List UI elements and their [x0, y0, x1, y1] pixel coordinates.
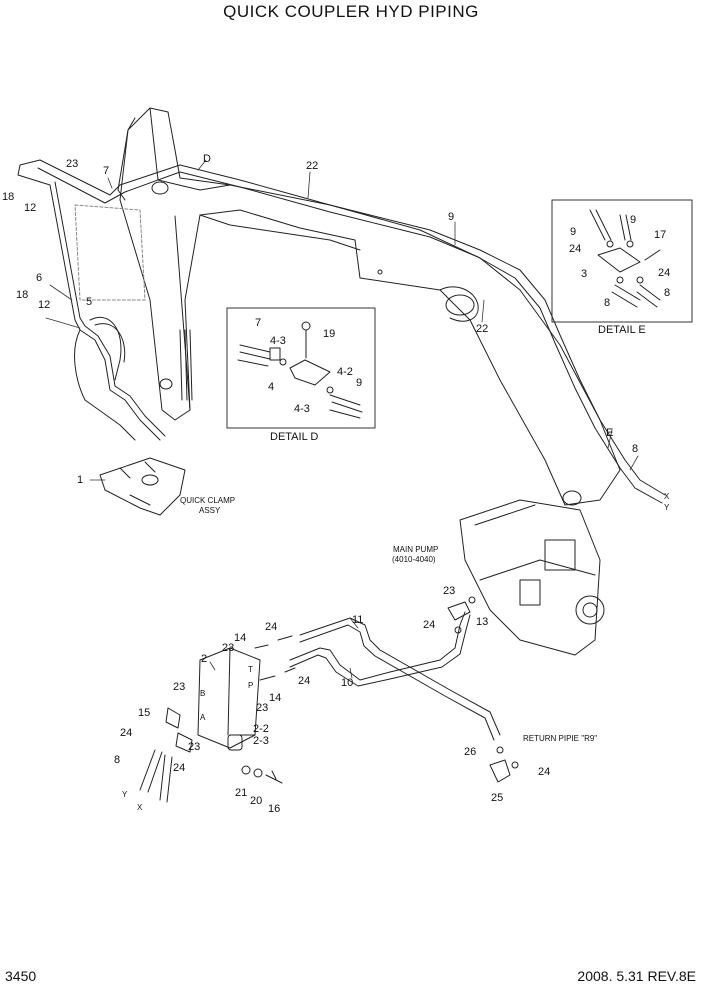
callout-12: 12 — [24, 202, 36, 214]
callout-4: 4 — [268, 381, 274, 393]
port-a: A — [200, 713, 206, 722]
callout-24: 24 — [173, 762, 185, 774]
callout-23: 23 — [443, 585, 455, 597]
callout-1: 1 — [77, 474, 83, 486]
callout-3: 3 — [581, 268, 587, 280]
port-b: B — [200, 689, 205, 698]
callout-4-2: 4-2 — [337, 366, 353, 378]
detail-e-parts — [589, 209, 661, 308]
marker-y-lower: Y — [122, 790, 128, 799]
callout-20: 20 — [250, 795, 262, 807]
detail-d-parts — [237, 321, 363, 419]
callout-23: 23 — [188, 741, 200, 753]
boom-pipes — [17, 159, 666, 504]
callout-2-2: 2-2 — [253, 723, 269, 735]
callout-6: 6 — [36, 272, 42, 284]
callout-8: 8 — [114, 754, 120, 766]
detail-e-label: DETAIL E — [598, 324, 646, 336]
callout-11: 11 — [352, 614, 363, 626]
callout-24: 24 — [265, 621, 277, 633]
detail-d-box — [226, 307, 376, 429]
quick-clamp-assy — [99, 457, 186, 516]
callout-7-detail: 7 — [255, 317, 261, 329]
callout-4-3: 4-3 — [270, 335, 286, 347]
port-t: T — [248, 665, 253, 674]
callout-23: 23 — [66, 158, 78, 170]
marker-y: Y — [664, 503, 670, 512]
callout-19: 19 — [323, 328, 335, 340]
callout-9: 9 — [448, 211, 454, 223]
callout-14: 14 — [234, 632, 246, 644]
callout-9-detail-e: 9 — [570, 226, 576, 238]
callout-4-3: 4-3 — [294, 403, 310, 415]
labels: D E X Y DETAIL D DETAIL E QUICK CLAMP AS… — [2, 153, 670, 815]
lower-pipes — [139, 611, 501, 803]
port-p: P — [248, 681, 253, 690]
callout-23: 23 — [173, 681, 185, 693]
marker-x-lower: X — [137, 803, 143, 812]
marker-e: E — [606, 427, 613, 439]
callout-13: 13 — [476, 616, 488, 628]
date-revision: 2008. 5.31 REV.8E — [577, 968, 696, 984]
callout-18: 18 — [2, 191, 14, 203]
detail-e-box — [551, 199, 693, 323]
main-pump — [459, 499, 605, 656]
callout-24: 24 — [423, 619, 435, 631]
callout-18: 18 — [16, 289, 28, 301]
page-number: 3450 — [5, 968, 37, 984]
callout-25: 25 — [491, 792, 503, 804]
marker-d: D — [203, 153, 211, 165]
callout-9-detail: 9 — [356, 377, 362, 389]
quick-clamp-note: QUICK CLAMP — [180, 496, 235, 505]
callout-5: 5 — [86, 296, 92, 308]
main-pump-note-2: (4010-4040) — [392, 555, 436, 564]
callout-23: 23 — [222, 642, 234, 654]
main-pump-note: MAIN PUMP — [393, 545, 438, 554]
callout-21: 21 — [235, 787, 247, 799]
callout-15: 15 — [138, 707, 150, 719]
callout-24-detail-e: 24 — [569, 243, 581, 255]
return-pipe-note: RETURN PIPIE "R9" — [523, 734, 597, 743]
callout-9-detail-e-2: 9 — [630, 214, 636, 226]
marker-x: X — [664, 492, 670, 501]
callout-24: 24 — [298, 675, 310, 687]
callout-22: 22 — [306, 160, 318, 172]
callout-26: 26 — [464, 746, 476, 758]
page-title: QUICK COUPLER HYD PIPING — [223, 2, 479, 21]
callout-14: 14 — [269, 692, 281, 704]
valve-block — [165, 647, 283, 784]
callout-2-3: 2-3 — [253, 735, 269, 747]
callout-22: 22 — [476, 323, 488, 335]
callout-24: 24 — [538, 766, 550, 778]
callout-8-detail-e: 8 — [604, 297, 610, 309]
callout-10: 10 — [341, 677, 353, 689]
callout-24: 24 — [120, 727, 132, 739]
callout-12: 12 — [38, 299, 50, 311]
callout-16: 16 — [268, 803, 280, 815]
callout-2: 2 — [201, 653, 207, 665]
leader-lines — [45, 159, 639, 679]
callout-17: 17 — [654, 229, 666, 241]
callout-23: 23 — [256, 702, 268, 714]
fittings — [254, 596, 519, 783]
quick-clamp-note-2: ASSY — [199, 506, 221, 515]
callout-7: 7 — [103, 165, 109, 177]
callout-8-detail-e-2: 8 — [664, 287, 670, 299]
callout-24-detail-e-2: 24 — [658, 267, 670, 279]
detail-d-label: DETAIL D — [270, 431, 318, 443]
callout-8: 8 — [632, 443, 638, 455]
